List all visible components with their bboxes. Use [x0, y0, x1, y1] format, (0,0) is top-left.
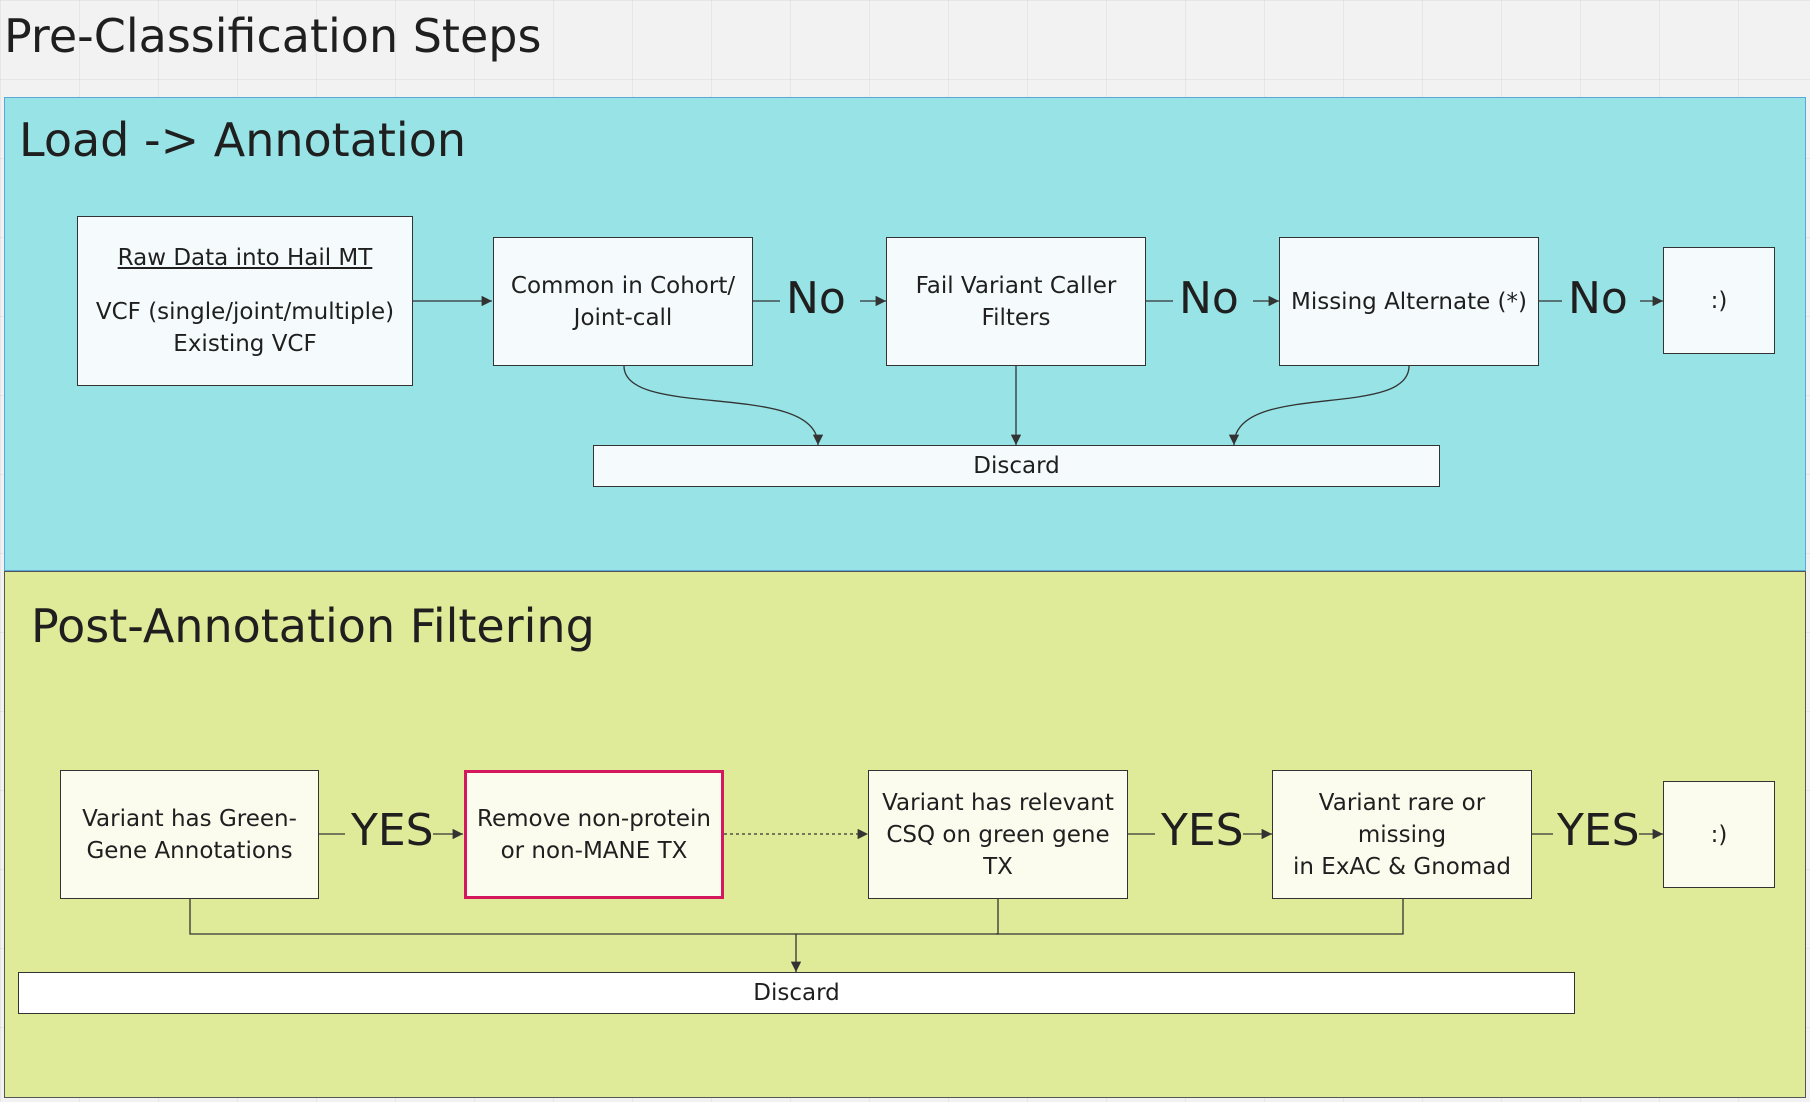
node-discard-post-label: Discard — [753, 980, 840, 1006]
edge-label-yes-1: YES — [351, 805, 434, 856]
node-rare-line1: Variant rare or missing — [1318, 789, 1486, 848]
node-discard-load-label: Discard — [973, 453, 1060, 479]
edge-label-no-2: No — [1179, 273, 1239, 324]
node-fail-filters[interactable]: Fail Variant Caller Filters — [886, 237, 1146, 366]
node-remove-tx-line2: or non-MANE TX — [500, 837, 688, 864]
edge-label-no-1: No — [786, 273, 846, 324]
node-green-gene-line1: Variant has Green- — [82, 805, 297, 832]
edge-label-no-3: No — [1568, 273, 1628, 324]
node-green-gene-line2: Gene Annotations — [86, 837, 293, 864]
node-relevant-line2: CSQ on green gene TX — [886, 821, 1110, 880]
node-green-gene[interactable]: Variant has Green- Gene Annotations — [60, 770, 319, 899]
node-common-line1: Common in Cohort/ — [510, 272, 736, 299]
frame-title-post: Post-Annotation Filtering — [31, 599, 595, 653]
node-remove-tx[interactable]: Remove non-protein or non-MANE TX — [464, 770, 724, 899]
node-remove-tx-line1: Remove non-protein — [477, 805, 711, 832]
edge-common-to-discard — [623, 365, 824, 446]
edge-rare-to-discard — [996, 899, 1404, 935]
node-rare-line2: in ExAC & Gnomad — [1293, 853, 1511, 880]
node-relevant-csq[interactable]: Variant has relevant CSQ on green gene T… — [868, 770, 1128, 899]
node-common-line2: Joint-call — [573, 304, 673, 331]
edge-label-yes-2: YES — [1161, 805, 1244, 856]
node-ok-load-label: :) — [1710, 287, 1728, 314]
edge-missing-to-discard — [1228, 365, 1410, 446]
frame-title-load: Load -> Annotation — [19, 113, 466, 167]
node-ok-post-label: :) — [1710, 821, 1728, 848]
edge-relevant-to-discard — [796, 899, 999, 935]
node-discard-post[interactable]: Discard — [18, 972, 1575, 1014]
node-common-in-cohort[interactable]: Common in Cohort/ Joint-call — [493, 237, 753, 366]
edge-label-yes-3: YES — [1557, 805, 1640, 856]
node-raw-data-line2: Existing VCF — [173, 331, 317, 357]
node-raw-data-heading: Raw Data into Hail MT — [117, 245, 373, 271]
node-ok-post[interactable]: :) — [1663, 781, 1775, 888]
node-missing-line1: Missing Alternate (*) — [1290, 288, 1528, 315]
node-fail-line2: Filters — [981, 304, 1051, 331]
node-missing-alternate[interactable]: Missing Alternate (*) — [1279, 237, 1539, 366]
node-discard-load[interactable]: Discard — [593, 445, 1440, 487]
node-raw-data-line1: VCF (single/joint/multiple) — [95, 299, 395, 325]
page-title: Pre-Classification Steps — [4, 9, 542, 63]
node-rare-missing[interactable]: Variant rare or missing in ExAC & Gnomad — [1272, 770, 1532, 899]
node-fail-line1: Fail Variant Caller — [915, 272, 1117, 299]
edge-green-to-discard — [189, 899, 802, 972]
node-raw-data[interactable]: Raw Data into Hail MT VCF (single/joint/… — [77, 216, 413, 386]
node-ok-load[interactable]: :) — [1663, 247, 1775, 354]
node-relevant-line1: Variant has relevant — [882, 789, 1114, 816]
